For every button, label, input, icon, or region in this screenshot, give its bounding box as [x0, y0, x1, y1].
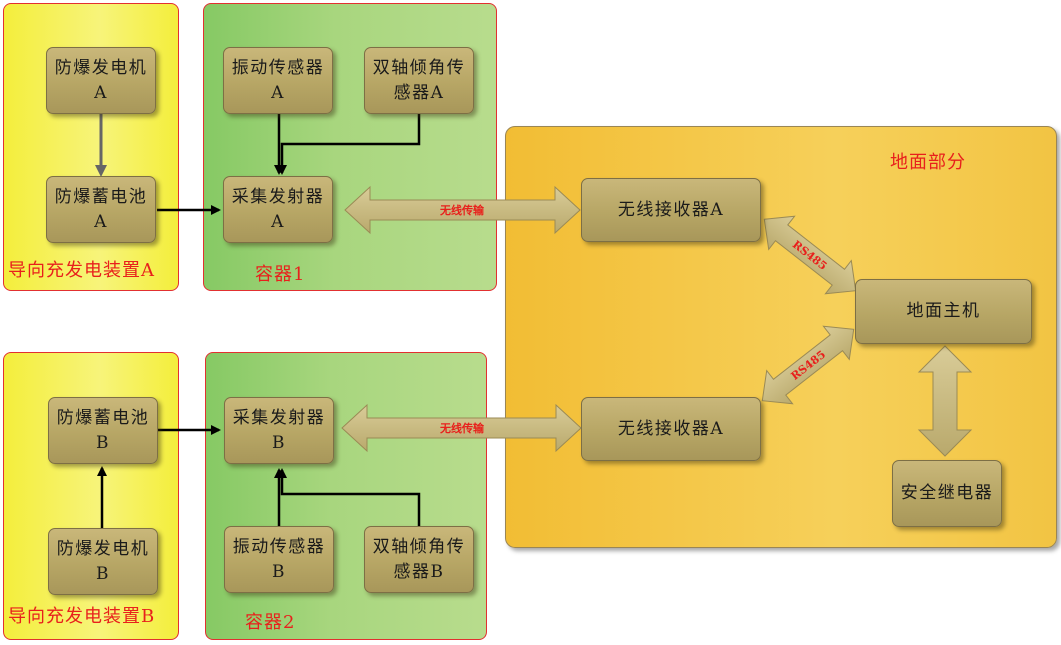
- receiver-top-box: 无线接收器A: [581, 178, 761, 242]
- tilt-a-box: 双轴倾角传感器A: [364, 47, 474, 114]
- tilt-b-box: 双轴倾角传感器B: [364, 526, 474, 593]
- host-relay-arrow: [917, 345, 973, 457]
- relay-box: 安全继电器: [892, 460, 1002, 527]
- label-ground: 地面部分: [890, 152, 966, 173]
- battery-b-box: 防爆蓄电池B: [48, 397, 158, 464]
- vibration-a-box: 振动传感器A: [223, 47, 333, 114]
- label-container-2: 容器2: [245, 612, 296, 633]
- host-box: 地面主机: [855, 279, 1032, 344]
- label-container-1: 容器1: [255, 264, 306, 285]
- generator-b-box: 防爆发电机B: [48, 528, 158, 595]
- wireless-label-top: 无线传输: [439, 203, 485, 217]
- label-charger-a: 导向充发电装置A: [8, 260, 155, 281]
- arrow-tilt-a-to-collector-a: [277, 114, 421, 175]
- battery-a-box: 防爆蓄电池A: [46, 176, 156, 243]
- wireless-label-bottom: 无线传输: [439, 421, 485, 435]
- generator-a-box: 防爆发电机A: [46, 47, 156, 114]
- rs485-arrow-top: RS485: [763, 215, 857, 295]
- wireless-arrow-top: [344, 185, 581, 235]
- label-charger-b: 导向充发电装置B: [8, 606, 156, 627]
- collector-a-box: 采集发射器A: [223, 176, 333, 243]
- collector-b-box: 采集发射器B: [224, 397, 334, 464]
- rs485-arrow-bottom: RS485: [761, 325, 855, 405]
- arrow-tilt-b-to-collector-b: [277, 468, 421, 526]
- receiver-bottom-box: 无线接收器A: [581, 397, 761, 461]
- vibration-b-box: 振动传感器B: [224, 526, 334, 593]
